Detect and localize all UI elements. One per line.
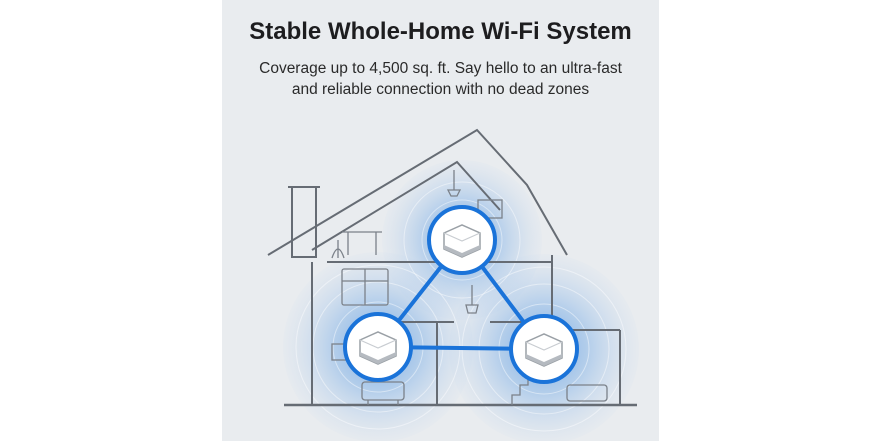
signal-glows [283, 160, 639, 441]
router-node-left [343, 312, 413, 382]
router-node-right [509, 314, 579, 384]
subtitle-line-1: Coverage up to 4,500 sq. ft. Say hello t… [259, 60, 622, 77]
banner-headline: Stable Whole-Home Wi-Fi System [249, 18, 632, 45]
subtitle-line-2: and reliable connection with no dead zon… [291, 81, 590, 98]
product-banner: Stable Whole-Home Wi-Fi System Coverage … [222, 0, 659, 441]
router-node-top [427, 205, 497, 275]
house-illustration [267, 128, 639, 441]
banner-subtitle: Coverage up to 4,500 sq. ft. Say hello t… [232, 58, 649, 100]
